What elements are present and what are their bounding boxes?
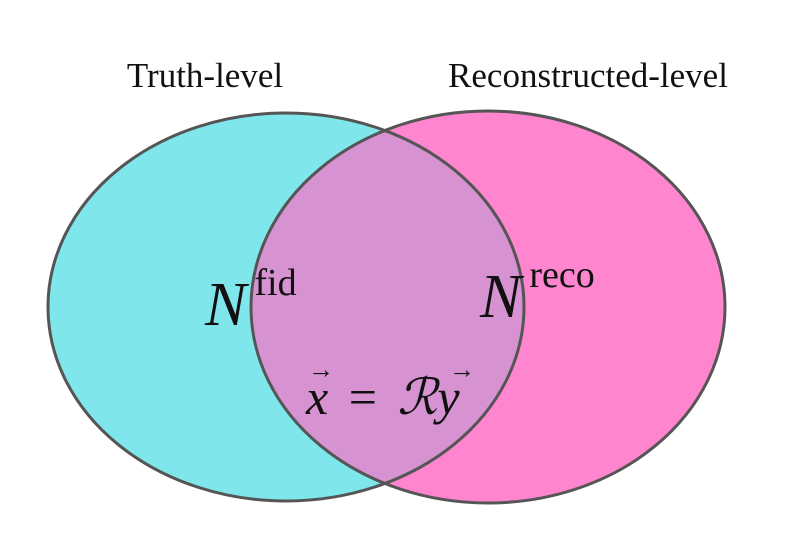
unfolding-equation: x = ℛy → → (305, 355, 475, 426)
overlap-region (251, 113, 524, 501)
n-reco-base: N (479, 263, 525, 331)
rhs-vector-arrow: → (449, 355, 475, 384)
truth-level-outline (46, 111, 526, 503)
reco-level-outline (249, 109, 727, 505)
truth-level-label: Truth-level (127, 56, 283, 95)
equation-lhs: x (305, 369, 328, 425)
reco-level-label: Reconstructed-level (448, 56, 728, 95)
equation-response-matrix: ℛ (397, 368, 440, 426)
equation-equals: = (349, 369, 377, 425)
n-reco-superscript: reco (529, 254, 594, 296)
n-fid-base: N (204, 271, 250, 339)
svg-text:x = ℛy: x = ℛy (305, 368, 460, 426)
lhs-vector-arrow: → (308, 355, 334, 384)
equation-rhs: y (432, 369, 460, 425)
n-fid-superscript: fid (254, 262, 296, 304)
